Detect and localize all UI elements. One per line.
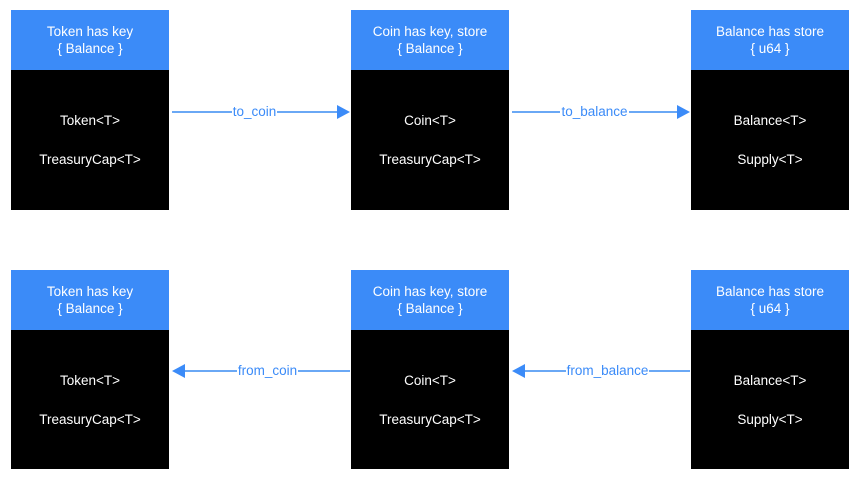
node-header: Coin has key, store { Balance }	[351, 10, 509, 70]
edge-label: to_coin	[232, 104, 277, 119]
node-body-line-1: Coin<T>	[404, 373, 456, 388]
node-body: Token<T> TreasuryCap<T>	[11, 70, 169, 210]
arrow-right-icon	[337, 105, 351, 119]
node-header: Balance has store { u64 }	[691, 10, 849, 70]
node-header-line-1: Coin has key, store	[372, 284, 488, 299]
node-coin-bottom[interactable]: Coin has key, store { Balance } Coin<T> …	[351, 270, 509, 469]
edge-line	[512, 111, 561, 113]
edge-label: from_balance	[566, 363, 649, 378]
node-body-line-1: Coin<T>	[404, 113, 456, 128]
node-body-line-2: TreasuryCap<T>	[379, 152, 481, 167]
node-header-line-2: { Balance }	[397, 301, 463, 316]
node-token-bottom[interactable]: Token has key { Balance } Token<T> Treas…	[11, 270, 169, 469]
node-header-line-2: { u64 }	[750, 301, 790, 316]
node-body-line-2: TreasuryCap<T>	[39, 412, 141, 427]
edge-line	[185, 370, 237, 372]
node-header: Balance has store { u64 }	[691, 270, 849, 330]
node-header: Token has key { Balance }	[11, 10, 169, 70]
node-body: Token<T> TreasuryCap<T>	[11, 330, 169, 469]
edge-line	[628, 111, 677, 113]
node-header-line-2: { Balance }	[57, 301, 123, 316]
node-body-line-2: Supply<T>	[737, 152, 803, 167]
node-body-line-2: TreasuryCap<T>	[379, 412, 481, 427]
node-body: Coin<T> TreasuryCap<T>	[351, 330, 509, 469]
edge-line	[649, 370, 690, 372]
node-coin-top[interactable]: Coin has key, store { Balance } Coin<T> …	[351, 10, 509, 210]
node-body: Balance<T> Supply<T>	[691, 70, 849, 210]
edge-line	[277, 111, 338, 113]
node-body-line-1: Balance<T>	[733, 113, 807, 128]
node-token-top[interactable]: Token has key { Balance } Token<T> Treas…	[11, 10, 169, 210]
edge-line	[172, 111, 232, 113]
node-body: Coin<T> TreasuryCap<T>	[351, 70, 509, 210]
node-header-line-1: Balance has store	[715, 284, 825, 299]
edge-to-balance: to_balance	[512, 100, 690, 124]
node-body: Balance<T> Supply<T>	[691, 330, 849, 469]
node-body-line-2: Supply<T>	[737, 412, 803, 427]
edge-label: from_coin	[237, 363, 298, 378]
node-header-line-1: Coin has key, store	[372, 24, 488, 39]
edge-from-balance: from_balance	[512, 359, 690, 383]
node-balance-top[interactable]: Balance has store { u64 } Balance<T> Sup…	[691, 10, 849, 210]
arrow-right-icon	[677, 105, 690, 119]
edge-label: to_balance	[561, 104, 628, 119]
node-balance-bottom[interactable]: Balance has store { u64 } Balance<T> Sup…	[691, 270, 849, 469]
node-header-line-2: { Balance }	[57, 41, 123, 56]
edge-line	[298, 370, 350, 372]
node-body-line-1: Balance<T>	[733, 373, 807, 388]
edge-line	[525, 370, 566, 372]
arrow-left-icon	[512, 364, 525, 378]
node-header: Token has key { Balance }	[11, 270, 169, 330]
arrow-left-icon	[172, 364, 185, 378]
node-header-line-1: Balance has store	[715, 24, 825, 39]
edge-to-coin: to_coin	[172, 100, 351, 124]
node-header-line-2: { u64 }	[750, 41, 790, 56]
node-header: Coin has key, store { Balance }	[351, 270, 509, 330]
node-body-line-2: TreasuryCap<T>	[39, 152, 141, 167]
edge-from-coin: from_coin	[172, 359, 350, 383]
node-body-line-1: Token<T>	[59, 113, 121, 128]
node-body-line-1: Token<T>	[59, 373, 121, 388]
node-header-line-2: { Balance }	[397, 41, 463, 56]
node-header-line-1: Token has key	[46, 284, 134, 299]
node-header-line-1: Token has key	[46, 24, 134, 39]
